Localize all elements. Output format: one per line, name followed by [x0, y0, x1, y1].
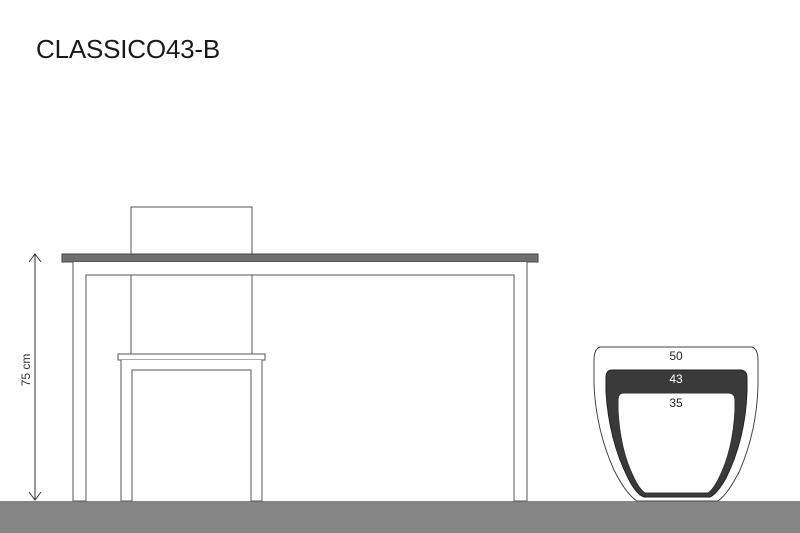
chair-backrest: [130, 206, 253, 255]
chair-legs: [120, 360, 263, 502]
planter: [593, 346, 759, 502]
chair-seat: [117, 353, 266, 361]
floor: [0, 501, 800, 533]
height-dimension-arrow: [28, 253, 42, 501]
height-dimension-label: 75 cm: [19, 354, 33, 387]
chair: [130, 206, 253, 354]
product-title: CLASSICO43-B: [36, 34, 221, 64]
planter-label-size-50: 50: [669, 349, 683, 363]
chair-front: [117, 353, 266, 502]
planter-label-size-43: 43: [669, 372, 683, 386]
table-frame: [72, 262, 528, 502]
planter-label-size-35: 35: [669, 396, 683, 410]
table-top: [61, 253, 539, 263]
table: [61, 253, 539, 502]
planter-inner-size-35: [617, 392, 736, 494]
